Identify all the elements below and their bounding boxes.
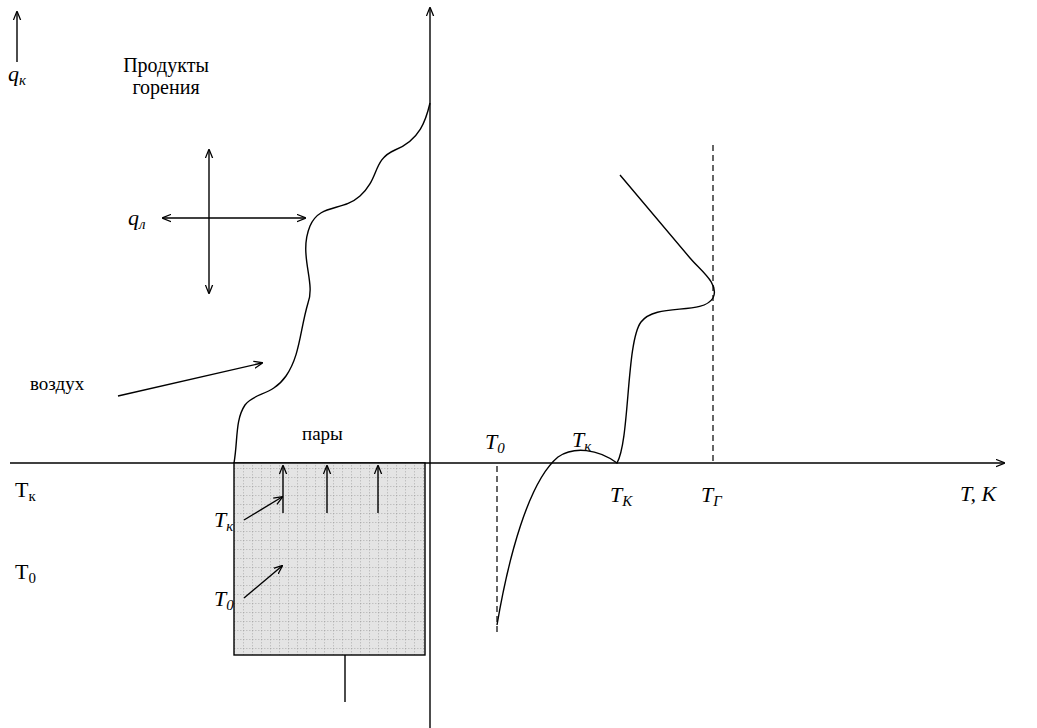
temperature-label: TК — [610, 483, 632, 507]
vapour-arrow — [377, 466, 378, 513]
temperature-label: T0 — [214, 587, 234, 611]
leader-arrow — [118, 363, 262, 396]
vapour-arrow — [282, 466, 283, 513]
temperature-label: T0 — [15, 560, 36, 584]
axis-label: qк — [8, 62, 26, 86]
temperature-label: TГ — [701, 483, 722, 507]
vapour-arrow — [326, 466, 327, 513]
region-label: Продукты горения — [110, 54, 222, 98]
leader-arrow — [244, 497, 282, 520]
vapour-label: пары — [302, 424, 343, 445]
temperature-label: Tк — [15, 478, 36, 502]
dashed-line — [496, 466, 497, 632]
temperature-curve — [497, 175, 714, 625]
temperature-label: T0 — [485, 430, 505, 454]
temperature-label: Tк — [214, 508, 233, 532]
flux-label: qл — [128, 206, 146, 230]
temperature-label: Tк — [572, 428, 591, 452]
dashed-line — [712, 145, 713, 461]
double-arrow — [163, 217, 305, 218]
region-label: воздух — [30, 374, 84, 395]
double-arrow — [208, 150, 209, 293]
flux-arrow — [16, 12, 17, 62]
flame-front-curve — [234, 103, 430, 463]
leader-arrow — [244, 566, 282, 598]
fuel-block — [234, 463, 425, 655]
vertical-axis — [429, 8, 430, 728]
temperature-axis — [10, 462, 1004, 463]
axis-label: T, К — [960, 482, 996, 506]
support-line — [344, 655, 345, 702]
